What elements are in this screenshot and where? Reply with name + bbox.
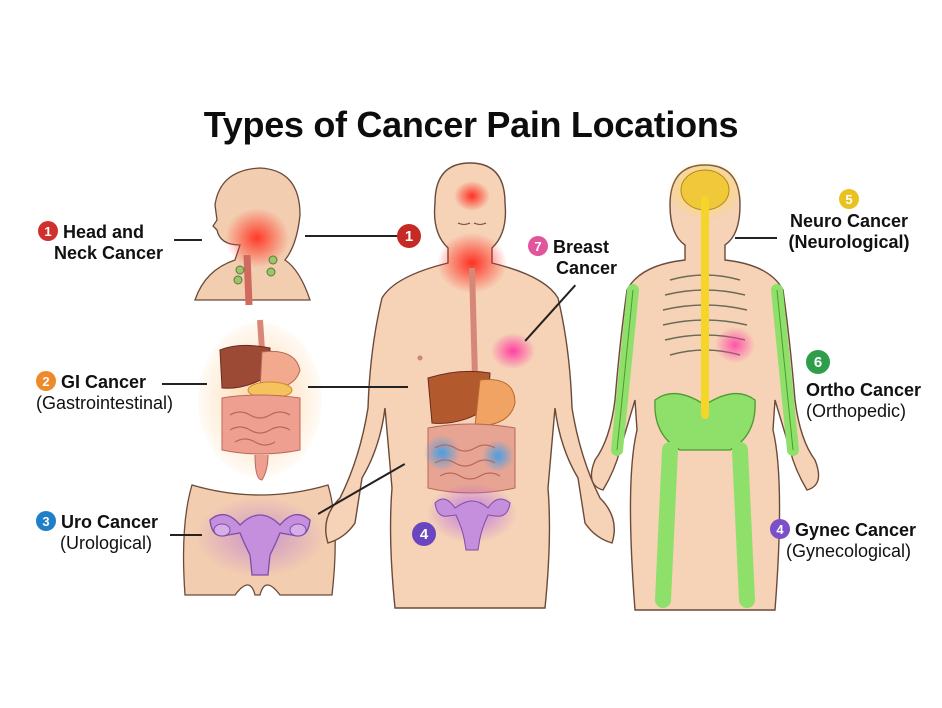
connector-head-neck — [174, 239, 202, 241]
label-neuro: 5 Neuro Cancer (Neurological) — [786, 189, 912, 253]
badge-5: 5 — [839, 189, 859, 210]
front-body-illustration — [325, 162, 615, 609]
badge-6: 6 — [806, 350, 830, 374]
head-neck-illustration — [194, 167, 311, 306]
connector-neuro — [735, 237, 777, 239]
badge-2: 2 — [36, 371, 56, 392]
body-marker-4: 4 — [412, 522, 436, 546]
connector-gi — [162, 383, 207, 385]
label-ortho: 6 Ortho Cancer (Orthopedic) — [806, 350, 921, 422]
badge-7: 7 — [528, 236, 548, 257]
page-title: Types of Cancer Pain Locations — [203, 104, 739, 145]
pelvis-uterus-illustration — [182, 484, 336, 596]
connector-uro — [170, 534, 202, 536]
skeleton-body-illustration — [590, 160, 820, 611]
badge-1: 1 — [38, 221, 58, 242]
connector-gi-body — [308, 386, 408, 388]
badge-4: 4 — [770, 519, 790, 540]
badge-3: 3 — [36, 511, 56, 532]
gi-organs-illustration — [198, 319, 322, 481]
body-marker-1: 1 — [397, 224, 421, 248]
connector-head-neck-body — [305, 235, 405, 237]
